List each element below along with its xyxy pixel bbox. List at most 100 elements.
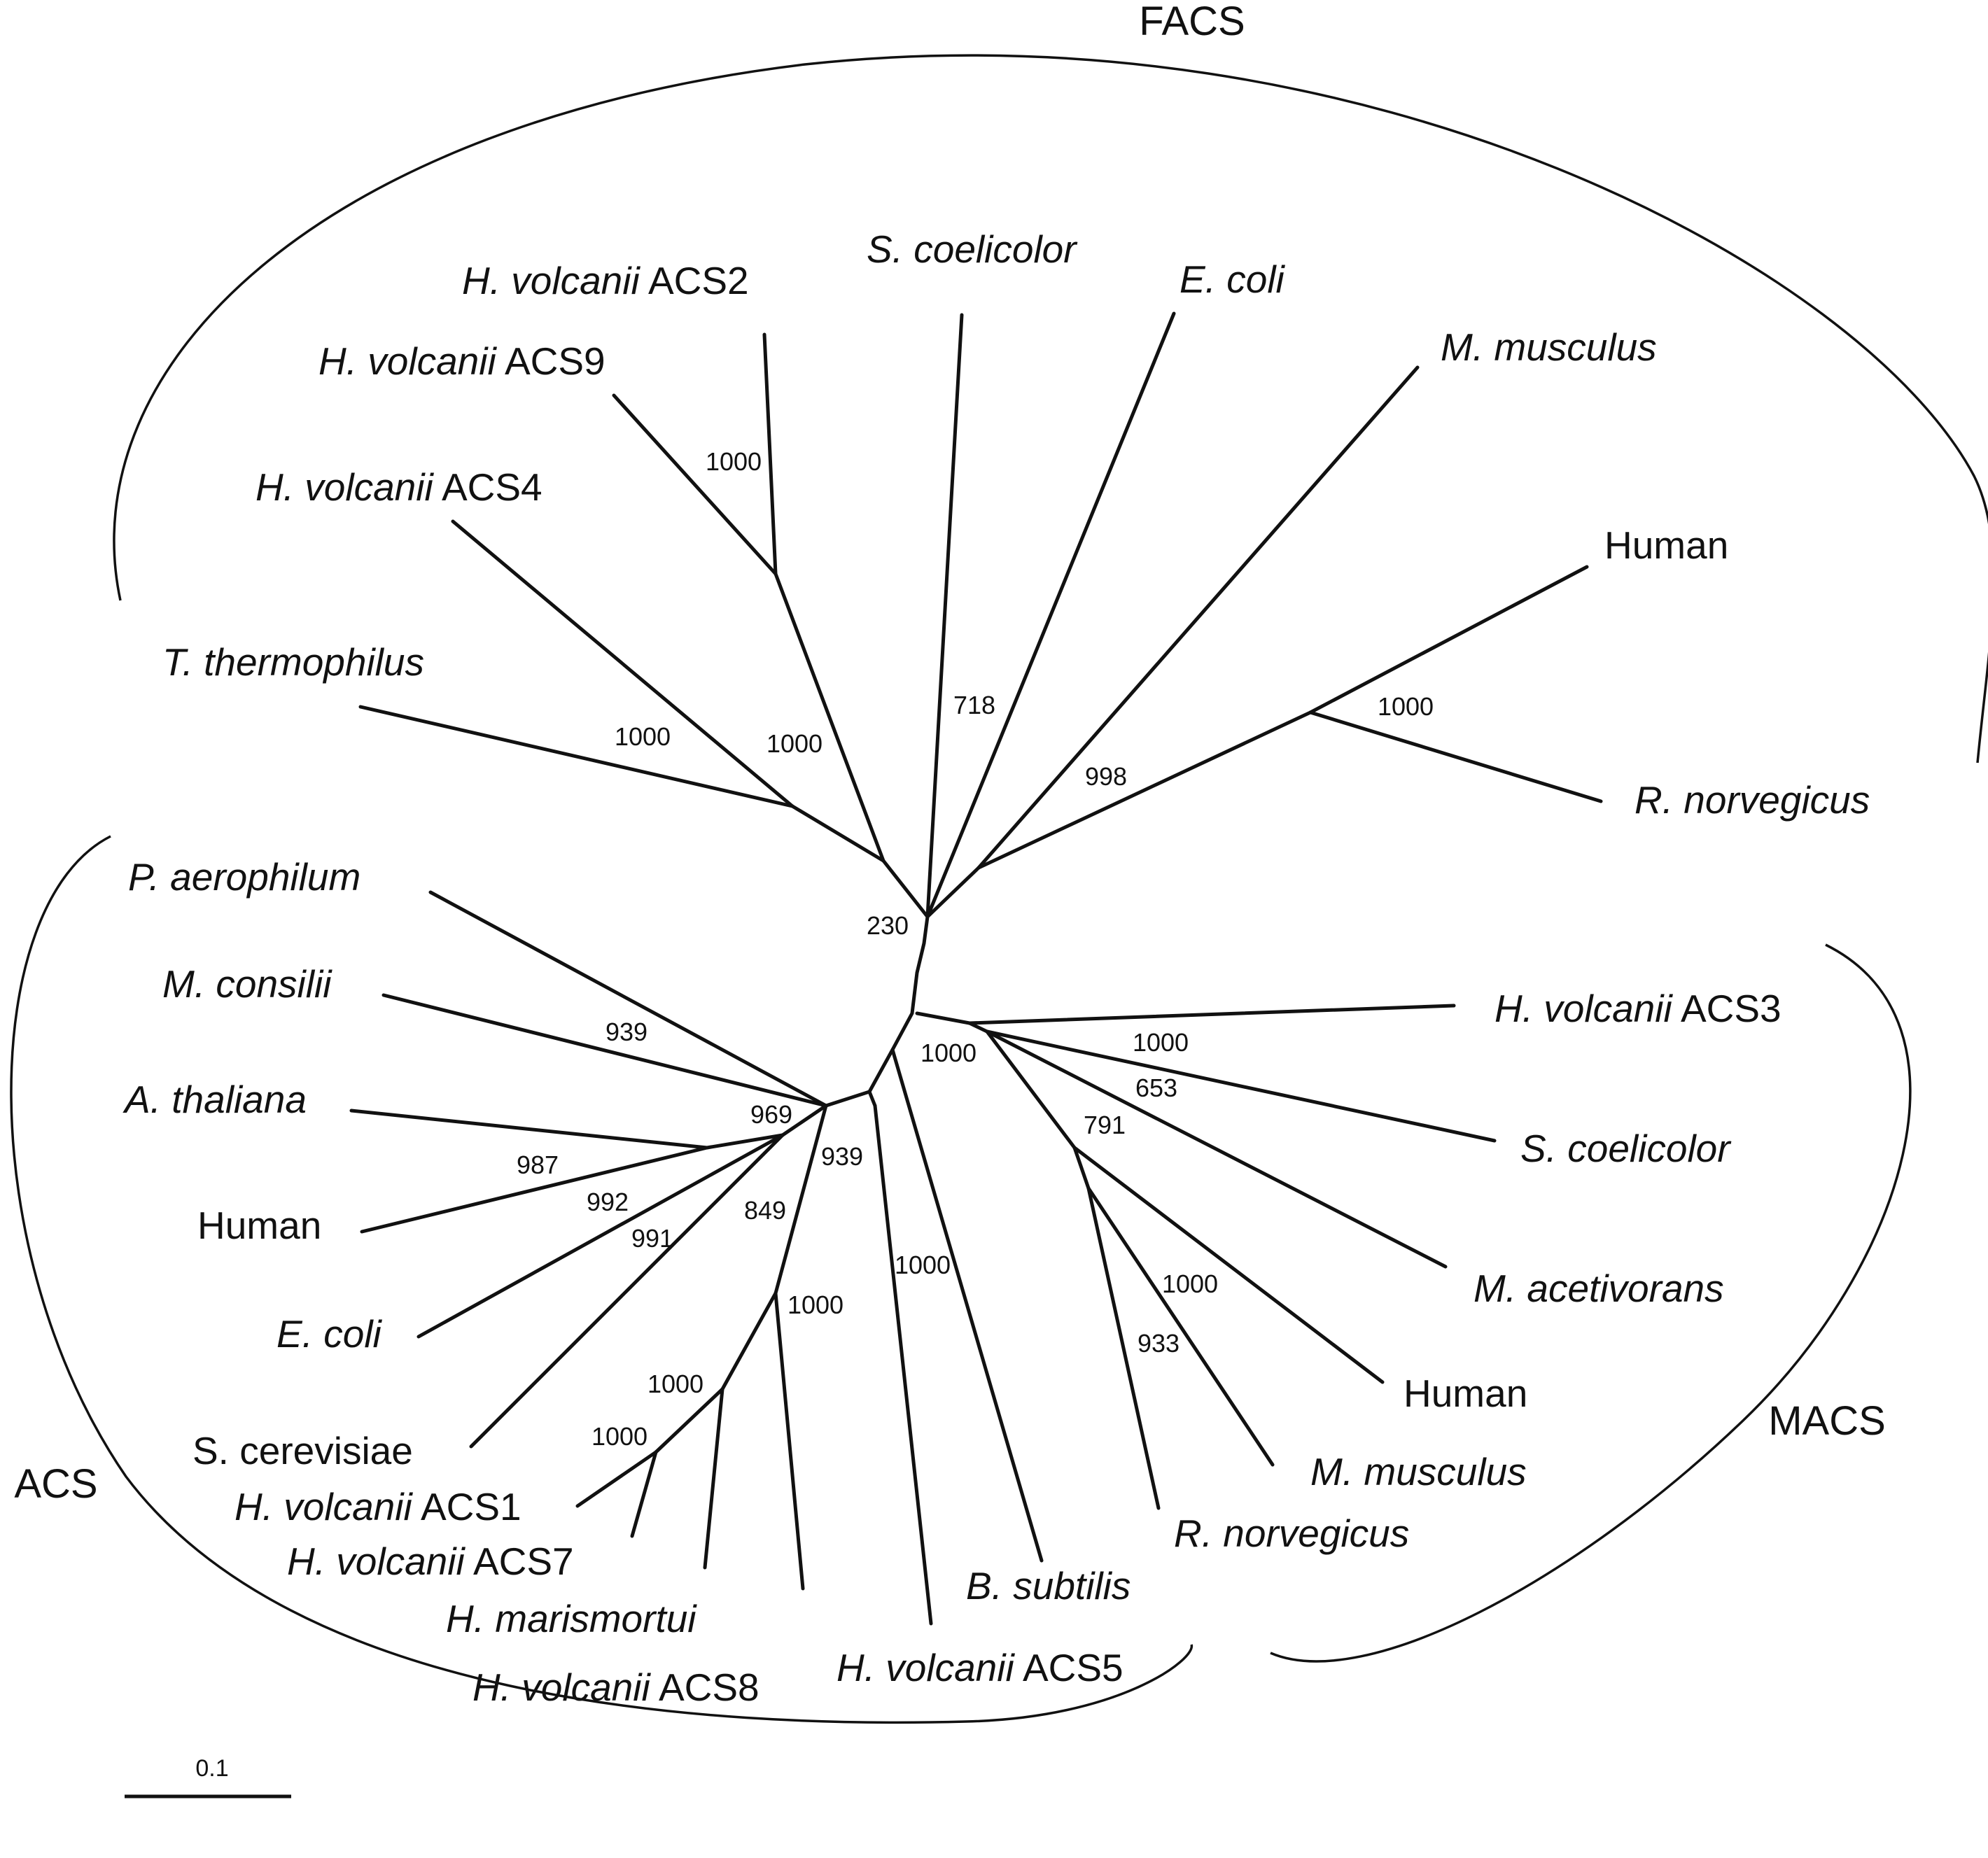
branch-tt bbox=[358, 705, 794, 808]
branch-sc-macs bbox=[985, 1029, 1497, 1143]
species: M. acetivorans bbox=[1474, 1267, 1724, 1310]
species: H. volcanii bbox=[287, 1540, 465, 1583]
suffix: ACS9 bbox=[496, 339, 606, 383]
branch-hsrn-facs bbox=[976, 710, 1312, 870]
taxon-hv-acs1: H. volcanii ACS1 bbox=[234, 1485, 522, 1528]
bootstrap-value: 987 bbox=[517, 1150, 559, 1179]
species: H. volcanii bbox=[255, 465, 434, 509]
branch-facs-root bbox=[881, 859, 930, 919]
species: H. volcanii bbox=[836, 1646, 1015, 1689]
branch-acs9 bbox=[612, 393, 778, 576]
species: R. norvegicus bbox=[1174, 1512, 1409, 1555]
bootstrap-value: 939 bbox=[821, 1142, 863, 1171]
bootstrap-value: 1000 bbox=[1133, 1028, 1189, 1057]
branch-haloA bbox=[774, 1104, 828, 1295]
branch-hs-acs bbox=[360, 1146, 709, 1234]
branch-mm-macs bbox=[1086, 1186, 1275, 1467]
taxon-mm-facs: M. musculus bbox=[1441, 325, 1657, 369]
bootstrap-value: 991 bbox=[631, 1224, 673, 1253]
species: E. coli bbox=[1180, 258, 1286, 301]
species: H. volcanii bbox=[1494, 987, 1673, 1030]
suffix: ACS7 bbox=[465, 1540, 574, 1583]
suffix: ACS8 bbox=[650, 1666, 760, 1709]
branch-hv-acs1 bbox=[575, 1450, 658, 1508]
suffix: ACS2 bbox=[640, 259, 749, 302]
bootstrap-value: 1000 bbox=[706, 447, 762, 476]
taxon-mm-macs: M. musculus bbox=[1310, 1450, 1527, 1493]
branch-ec-acs bbox=[416, 1133, 785, 1339]
branch-hs-macs bbox=[1072, 1146, 1385, 1384]
branch-haloC bbox=[654, 1387, 724, 1454]
species: P. aerophilum bbox=[128, 855, 360, 899]
group-label-acs: ACS bbox=[14, 1461, 97, 1507]
taxon-ma: M. acetivorans bbox=[1474, 1267, 1724, 1310]
bootstrap-value: 992 bbox=[587, 1188, 629, 1216]
branch-macs-b bbox=[985, 1029, 1077, 1150]
suffix: S. cerevisiae bbox=[192, 1429, 413, 1472]
taxon-rn-facs: R. norvegicus bbox=[1634, 778, 1870, 822]
taxon-scer: S. cerevisiae bbox=[192, 1429, 413, 1472]
branch-hs-facs bbox=[1308, 565, 1589, 715]
bootstrap-value: 1000 bbox=[766, 729, 822, 758]
species: M. musculus bbox=[1441, 325, 1657, 369]
species: B. subtilis bbox=[966, 1564, 1130, 1607]
taxon-tt: T. thermophilus bbox=[162, 640, 424, 684]
bootstrap-value: 1000 bbox=[1162, 1269, 1218, 1298]
branch-rn-facs bbox=[1308, 710, 1603, 803]
species: A. thaliana bbox=[122, 1078, 307, 1121]
species: T. thermophilus bbox=[162, 640, 424, 684]
branch-hv-acs5 bbox=[873, 1104, 933, 1626]
bootstrap-value: 1000 bbox=[788, 1290, 844, 1319]
species: R. norvegicus bbox=[1634, 778, 1870, 822]
bootstrap-value: 1000 bbox=[592, 1422, 648, 1451]
branch-rn-macs bbox=[1086, 1186, 1161, 1510]
bootstrap-value: 1000 bbox=[1378, 692, 1434, 721]
bootstrap-value: 933 bbox=[1138, 1329, 1180, 1358]
branch-ma bbox=[985, 1029, 1448, 1269]
branch-euk bbox=[705, 1133, 785, 1150]
taxon-bs: B. subtilis bbox=[966, 1564, 1130, 1607]
bootstrap-value: 230 bbox=[867, 911, 909, 940]
bootstrap-value: 1000 bbox=[615, 722, 671, 751]
bootstrap-value: 1000 bbox=[648, 1370, 704, 1398]
bootstrap-value: 791 bbox=[1084, 1111, 1126, 1139]
taxon-sc-facs: S. coelicolor bbox=[867, 227, 1078, 271]
species: H. volcanii bbox=[472, 1666, 651, 1709]
species: H. marismortui bbox=[446, 1597, 697, 1640]
macs-arc bbox=[1270, 943, 1912, 1663]
suffix: ACS5 bbox=[1014, 1646, 1124, 1689]
taxon-mc: M. consilii bbox=[162, 962, 332, 1006]
taxon-hv-acs2: H. volcanii ACS2 bbox=[462, 259, 749, 302]
species: M. consilii bbox=[162, 962, 332, 1006]
branch-hv-acs3 bbox=[967, 1004, 1456, 1025]
bootstrap-value: 969 bbox=[750, 1100, 792, 1129]
branch-ec-facs bbox=[925, 311, 1176, 919]
branch-bs bbox=[890, 1048, 1044, 1563]
taxon-hs-facs: Human bbox=[1604, 523, 1728, 567]
branch-sc-facs bbox=[925, 313, 964, 919]
species: S. coelicolor bbox=[1520, 1127, 1732, 1170]
taxon-pa: P. aerophilum bbox=[128, 855, 360, 899]
bootstrap-value: 653 bbox=[1135, 1074, 1177, 1102]
branch-scer bbox=[469, 1133, 785, 1449]
taxon-hv-acs3: H. volcanii ACS3 bbox=[1494, 987, 1782, 1030]
bootstrap-value: 1000 bbox=[895, 1251, 951, 1279]
facs-arc bbox=[113, 54, 1988, 763]
suffix: Human bbox=[197, 1204, 321, 1247]
branch-macs-root bbox=[915, 1011, 972, 1025]
taxon-hv-acs9: H. volcanii ACS9 bbox=[318, 339, 606, 383]
suffix: ACS4 bbox=[433, 465, 542, 509]
species: H. volcanii bbox=[234, 1485, 413, 1528]
bootstrap-value: 939 bbox=[606, 1018, 648, 1046]
branch-mm-facs bbox=[976, 365, 1420, 870]
suffix: ACS3 bbox=[1672, 987, 1782, 1030]
scale-bar-label: 0.1 bbox=[195, 1755, 228, 1782]
species: E. coli bbox=[276, 1312, 383, 1356]
tree-branches bbox=[349, 311, 1603, 1626]
bootstrap-value: 849 bbox=[744, 1196, 786, 1225]
group-label-macs: MACS bbox=[1768, 1398, 1886, 1444]
branch-acs2 bbox=[762, 332, 778, 576]
taxon-labels: H. volcanii ACS2 S. coelicolor E. coli M… bbox=[122, 227, 1870, 1709]
branch-acs4 bbox=[451, 519, 794, 808]
taxon-ec-acs: E. coli bbox=[276, 1312, 383, 1356]
